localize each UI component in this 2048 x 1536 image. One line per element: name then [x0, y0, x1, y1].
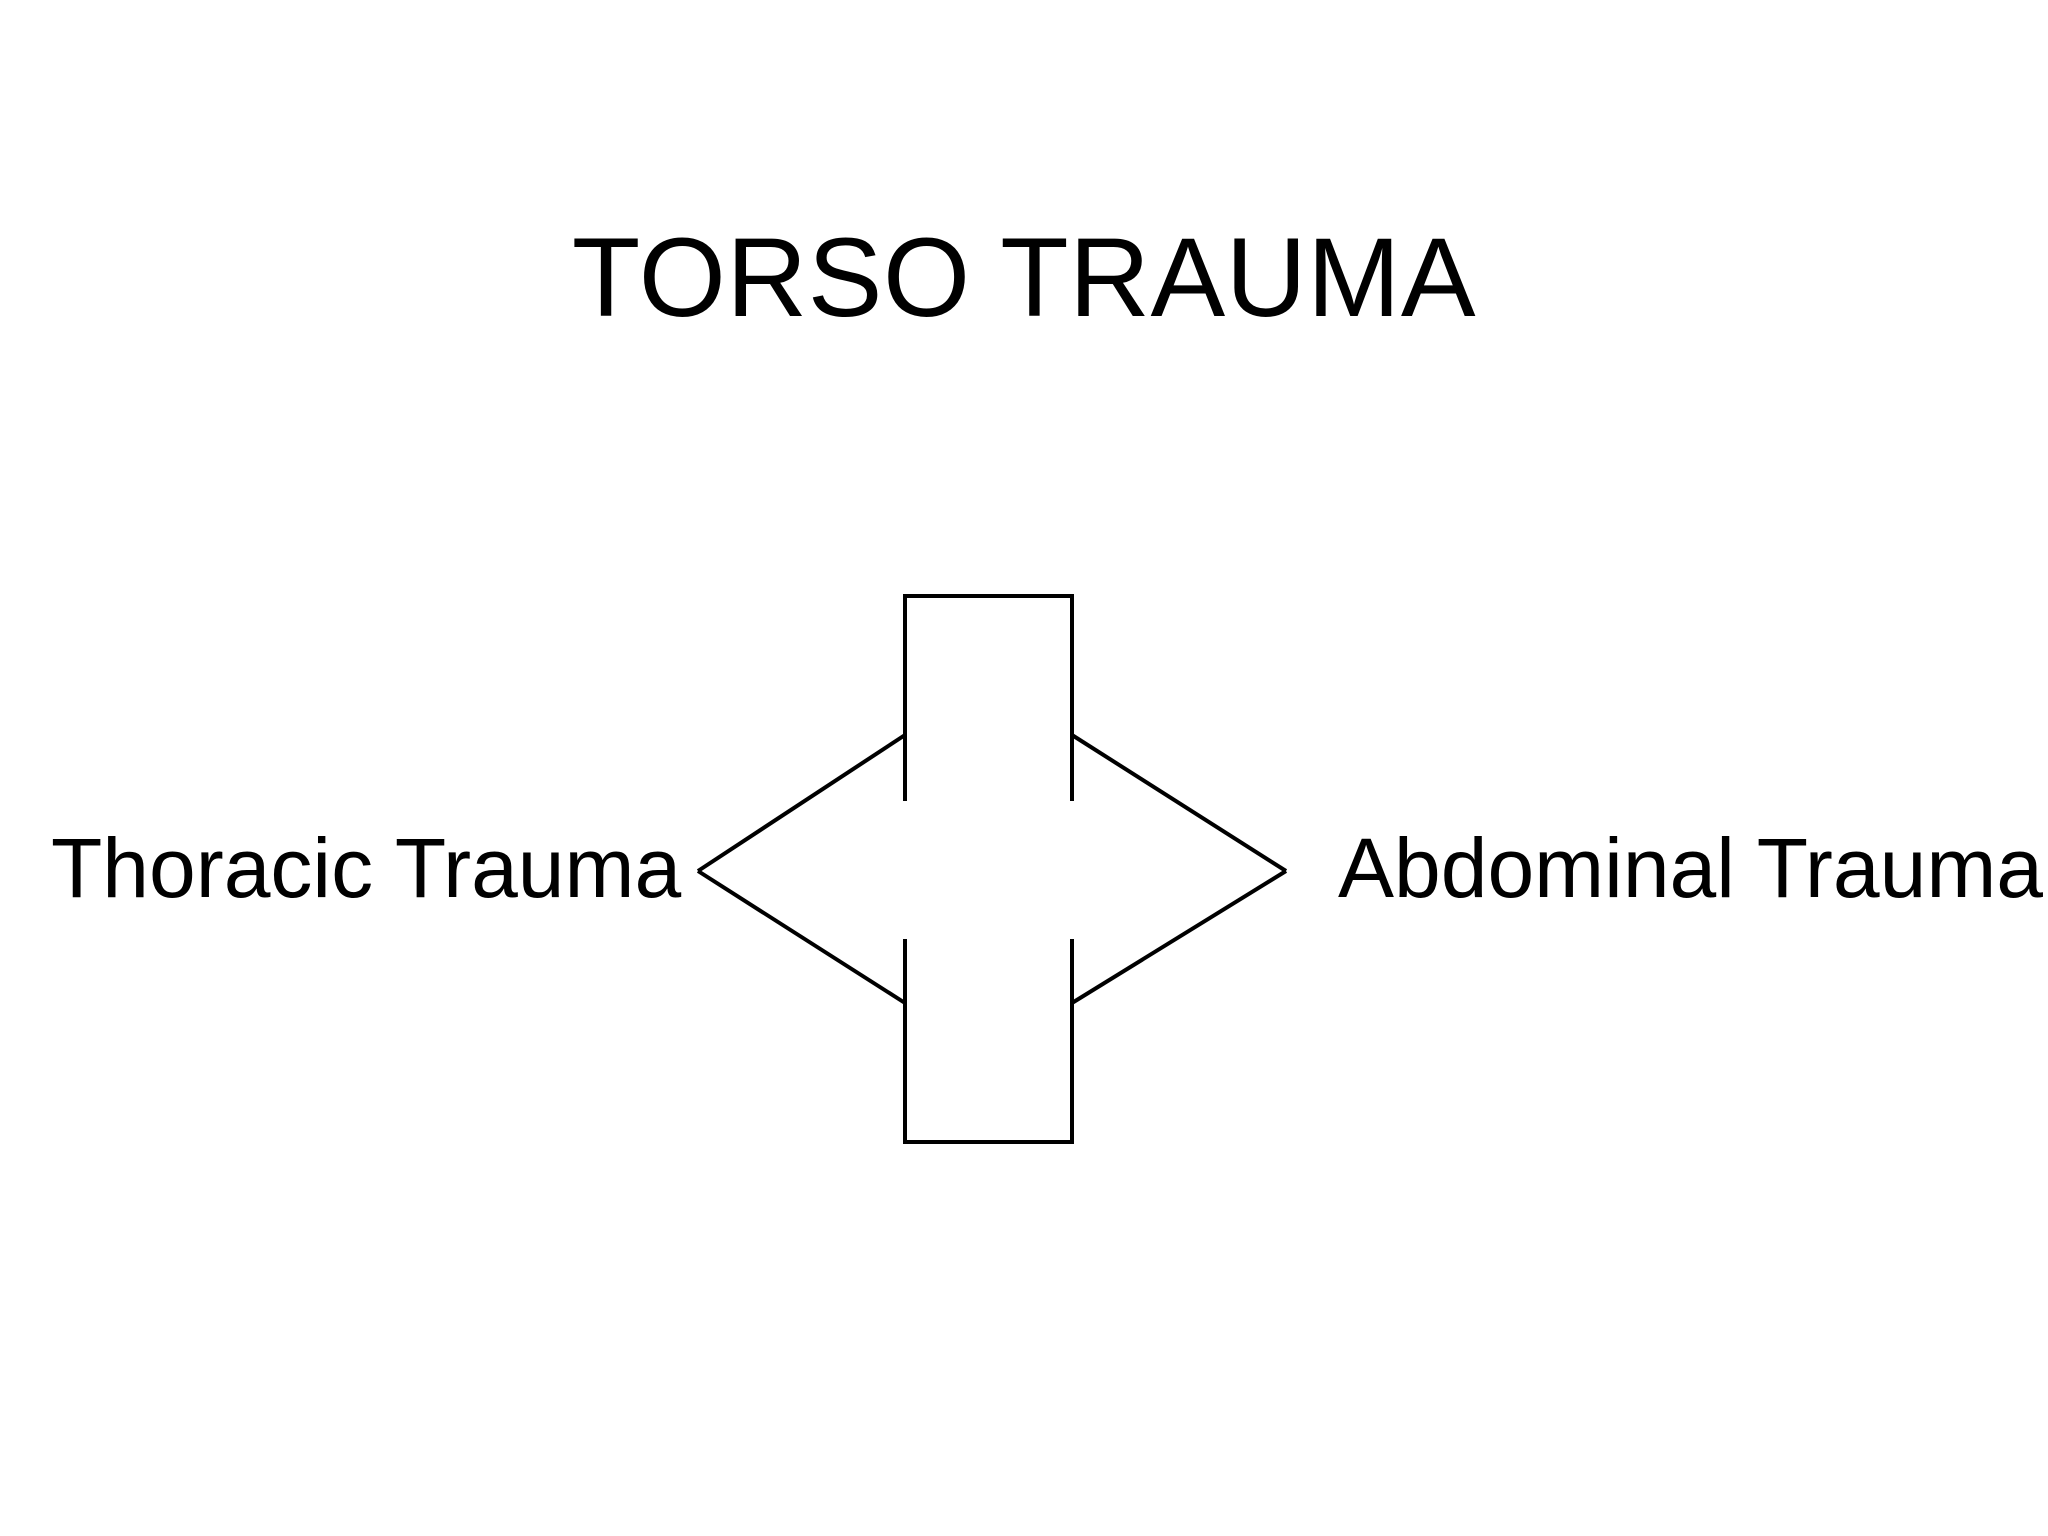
diamond-lower-left-edge — [696, 869, 907, 1005]
branch-label-abdominal-trauma: Abdominal Trauma — [1338, 821, 2044, 915]
branch-label-thoracic-trauma: Thoracic Trauma — [51, 821, 682, 915]
diamond-upper-right-edge — [1070, 733, 1288, 873]
diamond-lower-right-edge — [1070, 869, 1288, 1005]
diamond-upper-left-edge — [696, 733, 907, 873]
page-title: TORSO TRAUMA — [571, 215, 1477, 340]
